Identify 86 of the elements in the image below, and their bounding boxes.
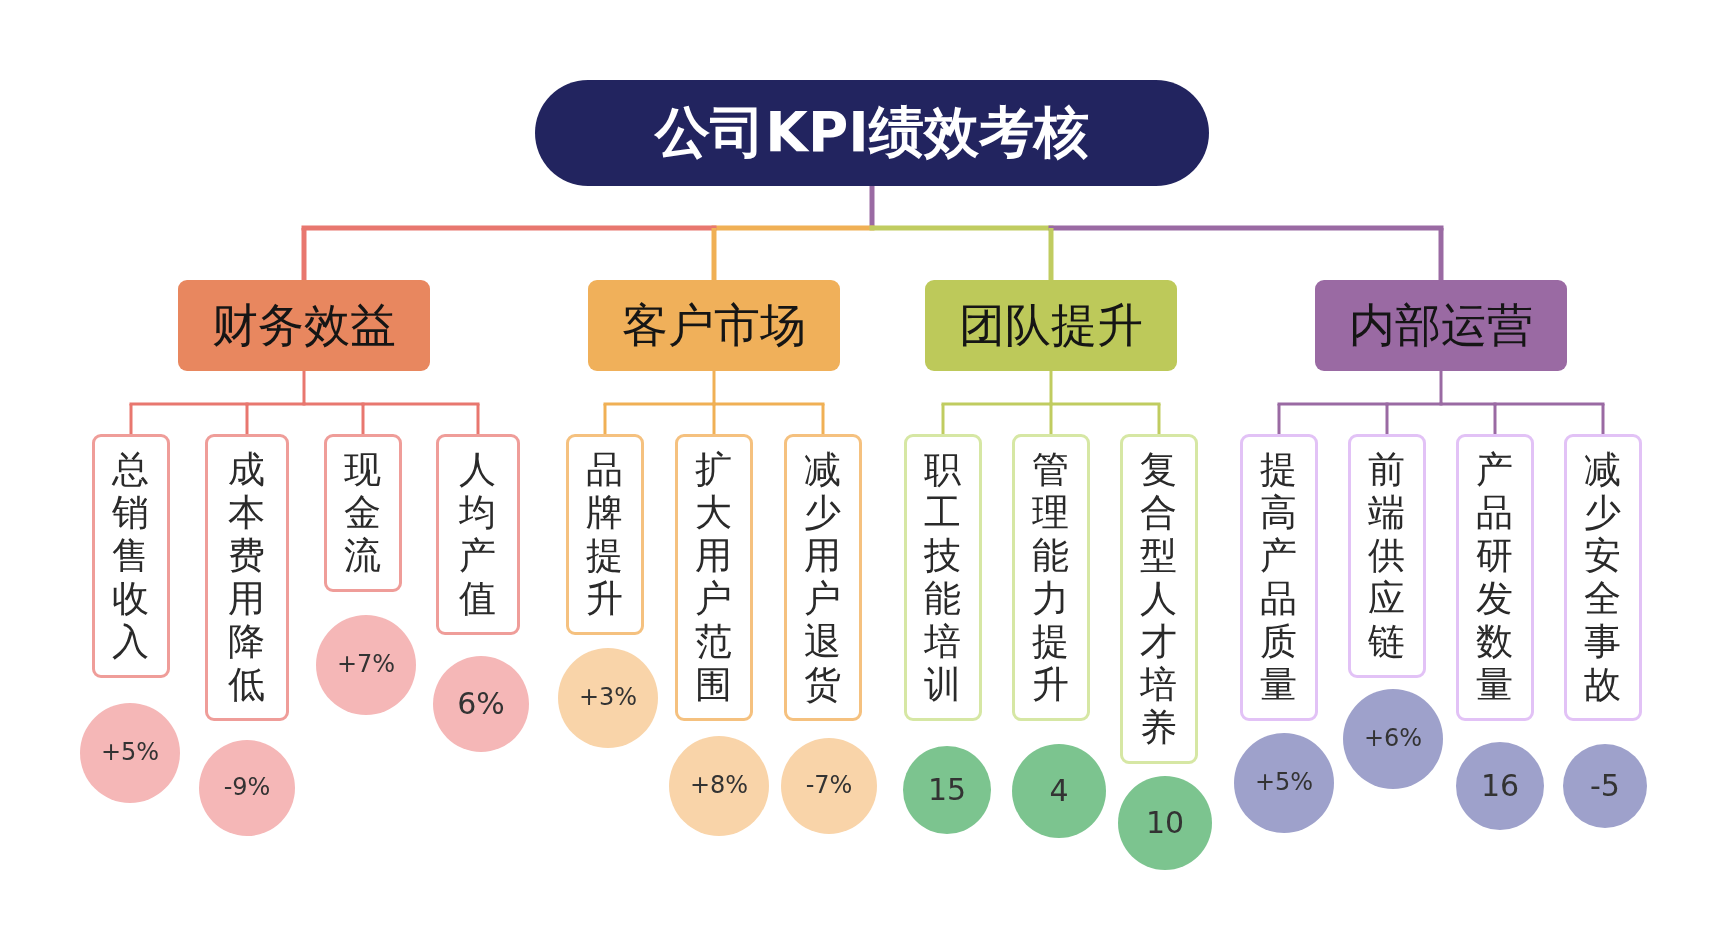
connector-line	[301, 228, 307, 280]
value-label: -5	[1590, 768, 1620, 804]
kpi-label: 人均产值	[458, 448, 498, 620]
connector-line	[302, 402, 365, 406]
connector-line	[245, 404, 249, 434]
category-box	[1315, 280, 1567, 371]
connector-line	[711, 228, 717, 280]
connector-line	[1439, 402, 1497, 406]
connector-line	[361, 402, 480, 406]
value-label: +3%	[578, 684, 638, 712]
kpi-label: 产品研发数量	[1475, 448, 1515, 706]
connector-line	[1438, 228, 1444, 280]
connector-line	[1049, 404, 1053, 434]
connector-line	[712, 404, 716, 434]
connector-line	[1385, 404, 1389, 434]
kpi-label: 减少用户退货	[803, 448, 843, 706]
connector-line	[129, 404, 133, 434]
value-label: +8%	[689, 772, 749, 800]
category-box	[178, 280, 430, 371]
kpi-box	[1456, 434, 1534, 721]
connector-line	[1049, 402, 1161, 406]
kpi-box	[784, 434, 862, 721]
category-box	[925, 280, 1177, 371]
kpi-label: 品牌提升	[585, 448, 625, 620]
kpi-label: 提高产品质量	[1259, 448, 1299, 706]
kpi-label: 成本费用降低	[227, 448, 267, 706]
connector-line	[1048, 228, 1054, 280]
value-label: +6%	[1363, 725, 1423, 753]
kpi-label: 减少安全事故	[1583, 448, 1623, 706]
connector-line	[603, 404, 607, 434]
connector-line	[1048, 225, 1444, 231]
connector-line	[941, 402, 1053, 406]
value-label: +7%	[336, 651, 396, 679]
category-label: 内部运营	[1349, 299, 1533, 352]
value-label: 16	[1480, 768, 1520, 804]
connector-line	[1493, 402, 1605, 406]
value-label: 15	[927, 772, 967, 808]
kpi-box	[205, 434, 289, 721]
kpi-label: 现金流	[343, 448, 383, 577]
value-label: 4	[1049, 773, 1069, 809]
connector-line	[869, 186, 875, 228]
kpi-box	[1348, 434, 1426, 678]
connector-line	[302, 371, 306, 404]
kpi-box	[566, 434, 644, 635]
category-label: 团队提升	[959, 299, 1143, 352]
connector-line	[301, 225, 717, 231]
connector-line	[361, 404, 365, 434]
connector-line	[129, 402, 249, 406]
value-label: 10	[1145, 805, 1185, 841]
connector-line	[1049, 371, 1053, 404]
kpi-box	[92, 434, 170, 678]
value-label: -9%	[223, 774, 271, 802]
connector-line	[821, 404, 825, 434]
kpi-box	[1012, 434, 1090, 721]
kpi-box	[1120, 434, 1198, 764]
value-label: +5%	[1254, 769, 1314, 797]
kpi-box	[436, 434, 520, 635]
kpi-label: 管理能力提升	[1031, 448, 1071, 706]
kpi-label: 扩大用户范围	[694, 448, 734, 706]
kpi-box	[675, 434, 753, 721]
category-label: 财务效益	[212, 299, 396, 352]
connector-line	[712, 371, 716, 404]
connector-line	[1493, 404, 1497, 434]
connector-line	[1601, 404, 1605, 434]
connector-line	[941, 404, 945, 434]
category-label: 客户市场	[622, 299, 806, 352]
kpi-label: 职工技能培训	[923, 448, 963, 706]
kpi-label: 总销售收入	[111, 448, 151, 663]
connector-line	[1277, 404, 1281, 434]
connector-line	[712, 402, 825, 406]
connector-line	[603, 402, 716, 406]
value-label: 6%	[457, 686, 505, 722]
kpi-box	[1240, 434, 1318, 721]
kpi-label: 前端供应链	[1367, 448, 1407, 663]
kpi-box	[904, 434, 982, 721]
kpi-label: 复合型人才培养	[1139, 448, 1179, 749]
connector-line	[1439, 371, 1443, 404]
title-text: 公司KPI绩效考核	[655, 101, 1089, 165]
kpi-box	[1564, 434, 1642, 721]
kpi-box	[324, 434, 402, 592]
value-label: -7%	[805, 772, 853, 800]
value-label: +5%	[100, 739, 160, 767]
connector-line	[476, 404, 480, 434]
category-box	[588, 280, 840, 371]
connector-line	[1277, 402, 1389, 406]
connector-line	[1157, 404, 1161, 434]
